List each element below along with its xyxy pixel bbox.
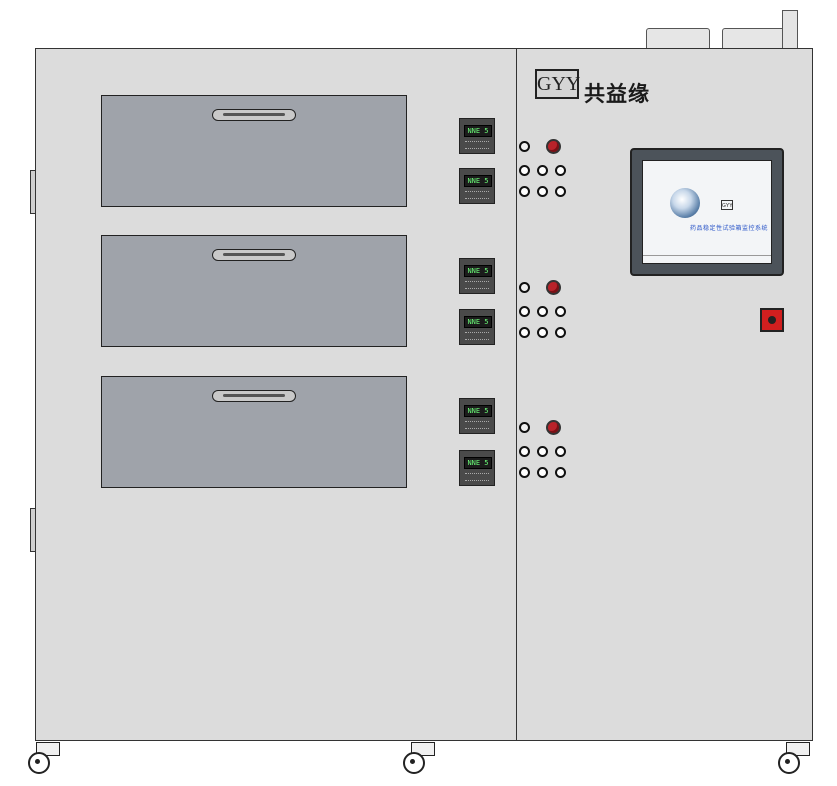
door-hinge-upper <box>30 170 36 214</box>
hmi-title: 药品稳定性试验箱监控系统 <box>690 226 769 232</box>
caster-wheel-middle <box>403 742 435 774</box>
door-hinge-lower <box>30 508 36 552</box>
controller-keys[interactable] <box>465 281 489 289</box>
hmi-status-bar[interactable] <box>643 255 771 263</box>
caster-wheel-right <box>778 742 810 774</box>
controller-6[interactable]: NNE 5 <box>459 450 495 486</box>
control-button[interactable] <box>519 467 530 478</box>
selector-switch-3[interactable] <box>519 422 530 433</box>
controller-display: NNE 5 <box>464 125 492 137</box>
controller-keys[interactable] <box>465 191 489 199</box>
hmi-screen[interactable] <box>642 160 772 264</box>
controller-display: NNE 5 <box>464 405 492 417</box>
controller-keys[interactable] <box>465 141 489 149</box>
selector-switch-1[interactable] <box>519 141 530 152</box>
indicator-lamp-2 <box>546 280 561 295</box>
chamber-door-panel <box>35 48 517 741</box>
drawer-handle-3[interactable] <box>212 390 296 402</box>
indicator-lamp-1 <box>546 139 561 154</box>
controller-3[interactable]: NNE 5 <box>459 258 495 294</box>
controller-5[interactable]: NNE 5 <box>459 398 495 434</box>
main-power-switch[interactable] <box>760 308 784 332</box>
control-button[interactable] <box>537 467 548 478</box>
control-button[interactable] <box>519 327 530 338</box>
brand-name: 共益缘 <box>584 82 650 106</box>
control-button[interactable] <box>519 186 530 197</box>
controller-display: NNE 5 <box>464 175 492 187</box>
control-button[interactable] <box>555 186 566 197</box>
control-button[interactable] <box>537 165 548 176</box>
top-humidifier-left <box>646 28 710 50</box>
indicator-lamp-3 <box>546 420 561 435</box>
control-button[interactable] <box>537 306 548 317</box>
control-button[interactable] <box>537 186 548 197</box>
drawer-handle-1[interactable] <box>212 109 296 121</box>
controller-keys[interactable] <box>465 332 489 340</box>
controller-display: NNE 5 <box>464 265 492 277</box>
control-button[interactable] <box>555 306 566 317</box>
control-button[interactable] <box>555 467 566 478</box>
drawer-handle-2[interactable] <box>212 249 296 261</box>
control-button[interactable] <box>555 327 566 338</box>
control-button[interactable] <box>555 446 566 457</box>
globe-icon <box>670 188 700 218</box>
controller-display: NNE 5 <box>464 316 492 328</box>
controller-keys[interactable] <box>465 421 489 429</box>
controller-2[interactable]: NNE 5 <box>459 168 495 204</box>
control-button[interactable] <box>537 327 548 338</box>
controller-keys[interactable] <box>465 473 489 481</box>
control-button[interactable] <box>555 165 566 176</box>
controller-display: NNE 5 <box>464 457 492 469</box>
hmi-logo: GYY <box>721 200 733 210</box>
exhaust-pipe <box>782 10 798 50</box>
controller-4[interactable]: NNE 5 <box>459 309 495 345</box>
control-button[interactable] <box>519 446 530 457</box>
selector-switch-2[interactable] <box>519 282 530 293</box>
control-button[interactable] <box>519 165 530 176</box>
control-button[interactable] <box>537 446 548 457</box>
control-button[interactable] <box>519 306 530 317</box>
controller-1[interactable]: NNE 5 <box>459 118 495 154</box>
brand-logo-mark: GYY <box>535 69 580 99</box>
caster-wheel-left <box>28 742 60 774</box>
